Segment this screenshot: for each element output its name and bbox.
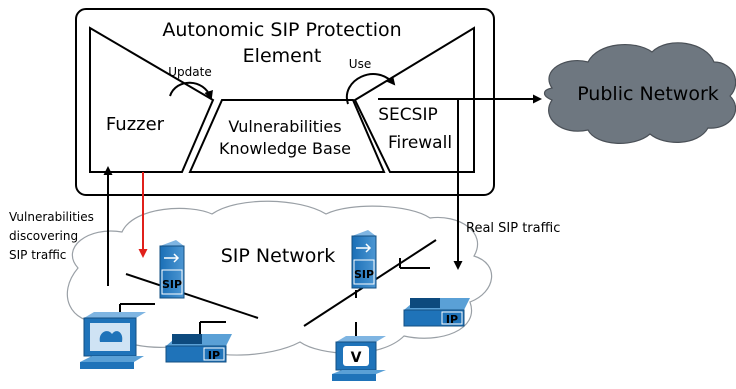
use-arrow [345, 73, 396, 105]
sip-server-2: SIP [351, 230, 377, 289]
ip-badge-2: IP [446, 313, 458, 326]
softphone-workstation [80, 312, 146, 369]
real-traffic-label: Real SIP traffic [466, 221, 560, 236]
discovering-label-line3: SIP traffic [9, 248, 66, 262]
update-label: Update [168, 65, 211, 79]
firewall-line1: SECSIP [378, 105, 437, 125]
video-terminal: V [332, 336, 386, 381]
ip-phone-2: IP [403, 298, 470, 327]
ip-phone-1: IP [165, 334, 232, 363]
firewall-line2: Firewall [388, 133, 452, 153]
ip-badge-1: IP [208, 349, 220, 362]
knowledge-base-line2: Knowledge Base [219, 139, 351, 158]
knowledge-base-shape [188, 99, 386, 173]
use-label: Use [349, 57, 371, 71]
public-network-cloud [543, 42, 736, 144]
discovering-label-line2: discovering [9, 229, 78, 243]
sip-badge-1: SIP [162, 278, 182, 291]
fuzzer-shape [89, 26, 215, 173]
sip-badge-2: SIP [354, 268, 374, 281]
public-network-label: Public Network [577, 83, 719, 105]
fuzzer-label: Fuzzer [106, 114, 165, 135]
sip-server-1: SIP [159, 240, 185, 299]
protection-element-title-line2: Element [243, 45, 322, 67]
knowledge-base-line1: Vulnerabilities [228, 117, 341, 136]
update-arrow [169, 81, 213, 100]
discovering-label-line1: Vulnerabilities [9, 210, 94, 224]
sip-network-label: SIP Network [221, 245, 336, 267]
protection-element-title-line1: Autonomic SIP Protection [162, 19, 401, 41]
v-badge: V [351, 350, 362, 366]
